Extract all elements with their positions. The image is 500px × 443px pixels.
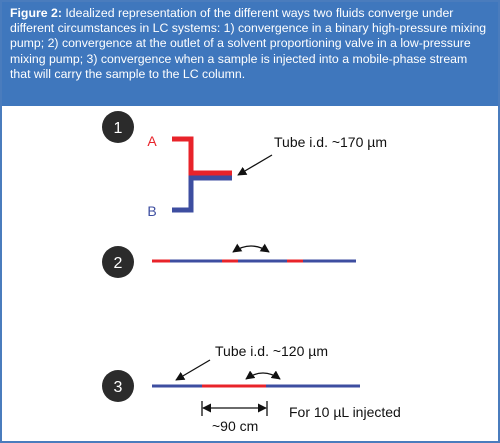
panel-3-flow-arrow — [245, 370, 281, 380]
panel-3-number: 3 — [114, 379, 123, 396]
panel-1-number: 1 — [114, 120, 123, 137]
injected-volume-label: For 10 µL injected — [289, 404, 401, 420]
panel-2-flow-arrow — [232, 243, 270, 253]
panel-3: 3 Tube i.d. ~120 µm ~90 cm For 10 µL inj… — [102, 343, 401, 434]
panel-1-number-badge — [102, 111, 134, 143]
panel-3-tube-label: Tube i.d. ~120 µm — [215, 343, 328, 359]
fluid-b-channel — [172, 175, 232, 213]
panel-3-number-badge — [102, 370, 134, 402]
panel-1-pointer-arrow — [237, 154, 273, 176]
panel-1-tube-label: Tube i.d. ~170 µm — [274, 134, 387, 150]
fluid-b-label: B — [147, 203, 156, 219]
panel-2-number-badge — [102, 246, 134, 278]
length-label: ~90 cm — [212, 418, 258, 434]
convergence-diagram: 1 A B Tube i.d. ~170 µm 2 3 — [102, 111, 401, 434]
fluid-a-channel — [172, 136, 232, 176]
panel-2: 2 — [102, 243, 356, 278]
panel-1: 1 A B Tube i.d. ~170 µm — [102, 111, 387, 219]
caption-text: Idealized representation of the differen… — [10, 6, 487, 81]
figure-caption: Figure 2: Idealized representation of th… — [2, 2, 498, 106]
panel-2-number: 2 — [114, 255, 123, 272]
fluid-a-label: A — [147, 133, 157, 149]
panel-3-pointer-arrow — [175, 359, 211, 381]
caption-label: Figure 2: — [10, 6, 62, 20]
